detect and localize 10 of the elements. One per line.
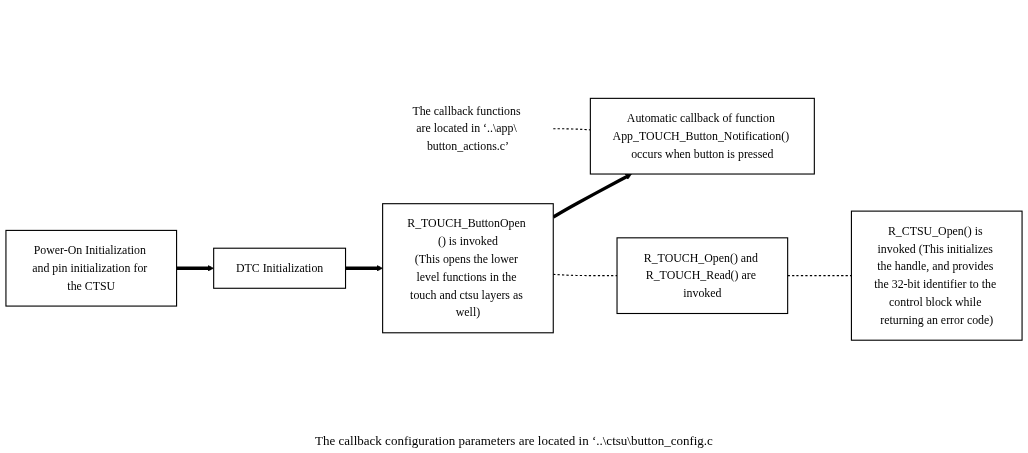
node-box: R_CTSU_Open() is invoked (This initializes the handle, and provides the 32-bit identifier to the control block while returning an error code): [850, 210, 1023, 341]
node-text: The callback functions are located in ‘..\app\ button_actions.c’: [412, 104, 521, 153]
node-box: R_TOUCH_Open() and R_TOUCH_Read() are invoked: [616, 237, 789, 314]
arrow: [345, 264, 383, 272]
node-box: Automatic callback of function App_TOUCH_Button_Notification() occurs when button is pressed: [589, 97, 815, 175]
node-box: DTC Initialization: [213, 247, 347, 289]
node-box: R_TOUCH_ButtonOpen () is invoked (This opens the lower level functions in the touch and ctsu layers as well): [382, 203, 554, 334]
arrow: [176, 264, 214, 272]
node-box: Power-On Initialization and pin initialization for the CTSU: [5, 229, 178, 307]
note-text: The callback configuration parameters are located in ‘..\ctsu\button_config.c: [314, 433, 714, 449]
